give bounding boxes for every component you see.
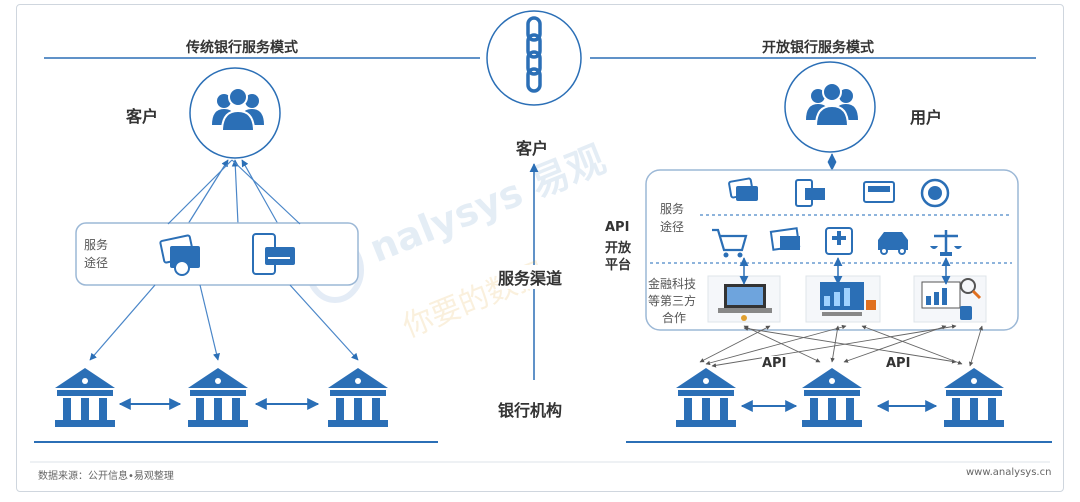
- middle-customer-label: 客户: [516, 135, 549, 159]
- fintech-label-2: 等第三方: [648, 294, 697, 308]
- left-customer-label: 客户: [126, 107, 159, 126]
- left-customer-circle: [189, 67, 281, 159]
- right-bank-3-icon: [944, 368, 1004, 427]
- outer-frame: [16, 4, 1064, 492]
- mobile-payment-icon: [252, 233, 295, 275]
- left-service-label-1: 服务: [84, 238, 109, 252]
- statement-icon: [795, 179, 825, 207]
- right-service-label-1: 服务: [660, 202, 685, 216]
- chain-link-icon: [486, 10, 582, 106]
- panel-vertical-arrows: [739, 257, 951, 285]
- right-service-label-2: 途径: [660, 220, 685, 234]
- fintech-analytics-image: [913, 275, 987, 323]
- card-icon: [728, 177, 758, 201]
- cards-icon: [159, 234, 200, 276]
- coin-icon: [920, 178, 950, 208]
- left-bank-2-icon: [188, 368, 248, 427]
- left-title: 传统银行服务模式: [186, 40, 298, 56]
- car-icon: [878, 232, 908, 255]
- right-title: 开放银行服务模式: [762, 40, 874, 56]
- left-service-label-2: 途径: [84, 256, 109, 270]
- scale-icon: [930, 230, 962, 256]
- left-upper-arrows: [187, 159, 279, 225]
- right-user-label: 用户: [910, 108, 943, 127]
- middle-channel-label: 服务渠道: [498, 265, 563, 289]
- api-platform-label-2: 开放: [605, 241, 632, 256]
- fintech-label-3: 合作: [662, 311, 687, 325]
- cart-icon: [712, 228, 748, 258]
- middle-bank-label: 银行机构: [498, 397, 563, 421]
- fintech-dashboard-image: [805, 275, 881, 323]
- left-service-panel: [75, 222, 359, 286]
- api-mesh-arrows: [699, 324, 983, 368]
- ticket-stack-icon: [769, 227, 801, 251]
- right-user-circle: [784, 61, 876, 153]
- api-platform-label-3: 平台: [605, 258, 632, 273]
- fintech-label-1: 金融科技: [648, 277, 697, 291]
- left-lower-arrows: [89, 159, 359, 361]
- ticket-icon: [863, 181, 895, 203]
- api-label-right: API: [886, 356, 911, 371]
- api-platform-label-1: API: [605, 220, 630, 235]
- api-label-left: API: [762, 356, 787, 371]
- left-bank-1-icon: [55, 368, 115, 427]
- right-bank-1-icon: [676, 368, 736, 427]
- left-bank-3-icon: [328, 368, 388, 427]
- footer-source: 数据来源：公开信息•易观整理: [38, 471, 174, 482]
- right-bank-2-icon: [802, 368, 862, 427]
- medical-icon: [825, 227, 853, 255]
- footer-url: www.analysys.cn: [966, 467, 1052, 478]
